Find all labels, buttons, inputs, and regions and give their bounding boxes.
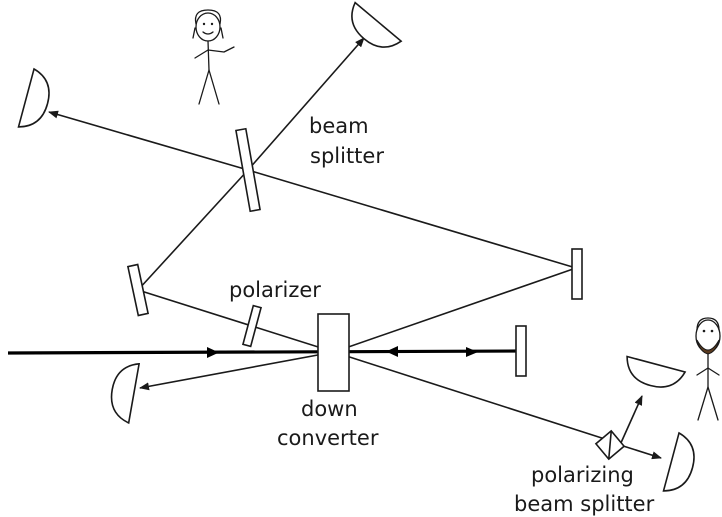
beam-splitter-plate: [235, 127, 261, 213]
flat-mirror-left: [126, 263, 150, 317]
pump-arrowhead-return-out: [466, 347, 478, 357]
beam-splitter-label-line2: splitter: [310, 144, 384, 168]
pump-arrowhead-forward: [207, 347, 219, 358]
detector-pbs-up: [626, 355, 687, 388]
optical-components: [17, 1, 695, 492]
beam-splitter-label-line1: beam: [309, 114, 369, 138]
detector-top: [351, 1, 403, 48]
ray-pbs-up: [619, 395, 643, 446]
labels: beam splitter polarizer down converter p…: [229, 114, 655, 516]
ray-bs-to-upper-left-mirror: [48, 110, 249, 171]
pump-retro-mirror: [515, 325, 527, 377]
ray-crystal-to-pbs: [333, 351, 609, 441]
down-converter-crystal: [317, 313, 350, 392]
ray-left-mirror-to-crystal: [137, 289, 335, 353]
polarizer-label: polarizer: [229, 278, 321, 302]
ray-bs-to-right-mirror: [247, 169, 577, 269]
polarizing-beam-splitter-cube: [594, 429, 626, 461]
pump-beam: [7, 349, 521, 355]
pbs-label-line2: beam splitter: [514, 492, 655, 516]
flat-mirror-right: [571, 248, 583, 300]
down-converter-label-line2: converter: [277, 426, 379, 450]
down-converter-label-line1: down: [301, 397, 358, 421]
ray-bs-to-top-mirror: [247, 37, 365, 171]
detector-pbs-right: [662, 431, 695, 492]
ray-right-mirror-to-crystal: [333, 267, 577, 353]
beam-paths: [7, 37, 662, 460]
polarizer-plate: [241, 304, 263, 348]
stick-figure-observer-right: [695, 317, 721, 421]
detector-lower-left: [110, 362, 141, 425]
ray-pbs-right: [619, 444, 662, 460]
detector-upper-left: [17, 67, 50, 128]
stick-figure-observer-left: [192, 9, 235, 105]
ray-crystal-to-lower-left-mirror: [139, 351, 335, 391]
ray-left-mirror-to-bs: [137, 169, 249, 291]
pump-arrowhead-return-in: [386, 346, 398, 357]
pbs-label-line1: polarizing: [531, 463, 634, 487]
